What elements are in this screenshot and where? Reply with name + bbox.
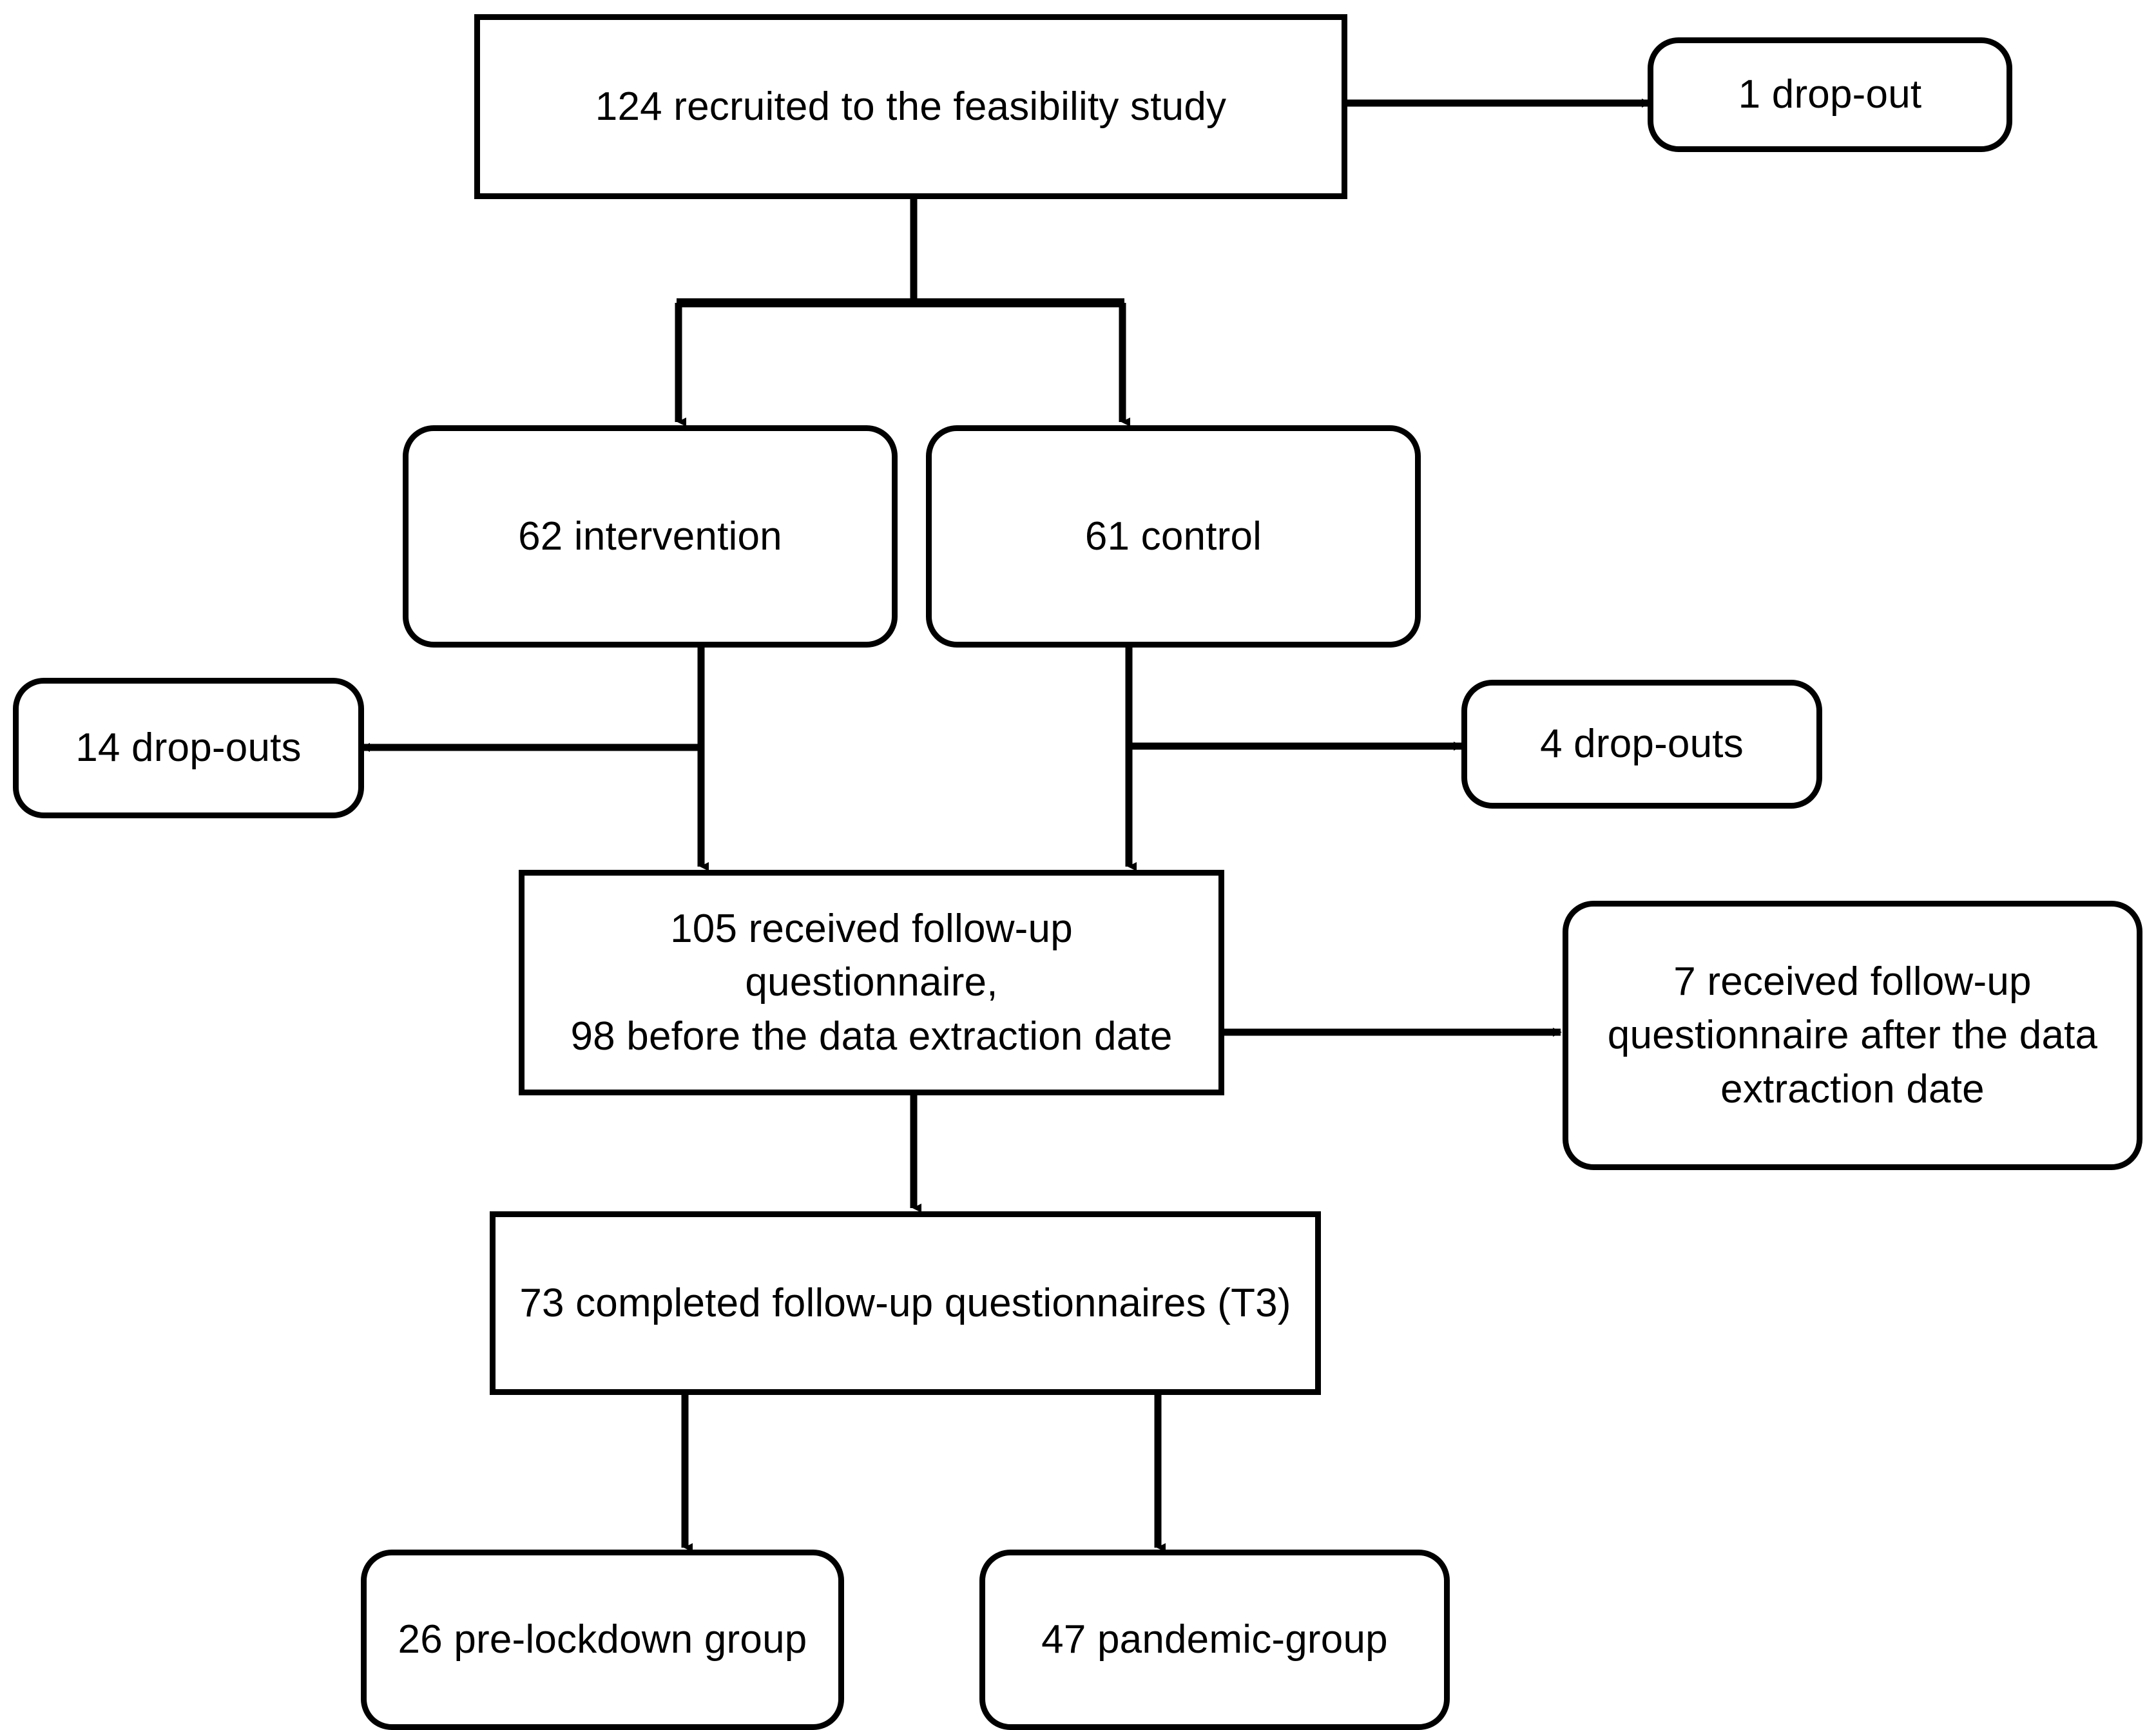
node-dropouts-intervention-label: 14 drop-outs xyxy=(75,726,302,771)
node-control-label: 61 control xyxy=(1084,514,1262,559)
node-intervention[interactable]: 62 intervention xyxy=(403,425,898,648)
node-recruited[interactable]: 124 recruited to the feasibility study xyxy=(474,14,1347,199)
node-control[interactable]: 61 control xyxy=(926,425,1421,648)
node-intervention-label: 62 intervention xyxy=(518,514,782,559)
node-pandemic-label: 47 pandemic-group xyxy=(1041,1617,1388,1662)
node-dropouts-control-label: 4 drop-outs xyxy=(1540,722,1744,767)
edge-recruited-split-trunk xyxy=(677,197,1124,307)
node-pandemic[interactable]: 47 pandemic-group xyxy=(979,1550,1450,1730)
node-dropouts-control[interactable]: 4 drop-outs xyxy=(1461,680,1822,809)
node-received-followup[interactable]: 105 received follow-up questionnaire, 98… xyxy=(519,870,1224,1095)
node-dropout-initial[interactable]: 1 drop-out xyxy=(1648,37,2012,152)
node-pre-lockdown-label: 26 pre-lockdown group xyxy=(398,1617,807,1662)
node-received-after[interactable]: 7 received follow-up questionnaire after… xyxy=(1563,901,2142,1170)
node-received-followup-label: 105 received follow-up questionnaire, 98… xyxy=(570,907,1173,1059)
node-recruited-label: 124 recruited to the feasibility study xyxy=(595,84,1227,129)
node-completed[interactable]: 73 completed follow-up questionnaires (T… xyxy=(490,1211,1321,1395)
node-dropout-initial-label: 1 drop-out xyxy=(1738,72,1922,117)
node-received-after-label: 7 received follow-up questionnaire after… xyxy=(1607,959,2098,1111)
node-pre-lockdown[interactable]: 26 pre-lockdown group xyxy=(361,1550,844,1730)
node-completed-label: 73 completed follow-up questionnaires (T… xyxy=(519,1280,1291,1325)
node-dropouts-intervention[interactable]: 14 drop-outs xyxy=(13,678,364,818)
